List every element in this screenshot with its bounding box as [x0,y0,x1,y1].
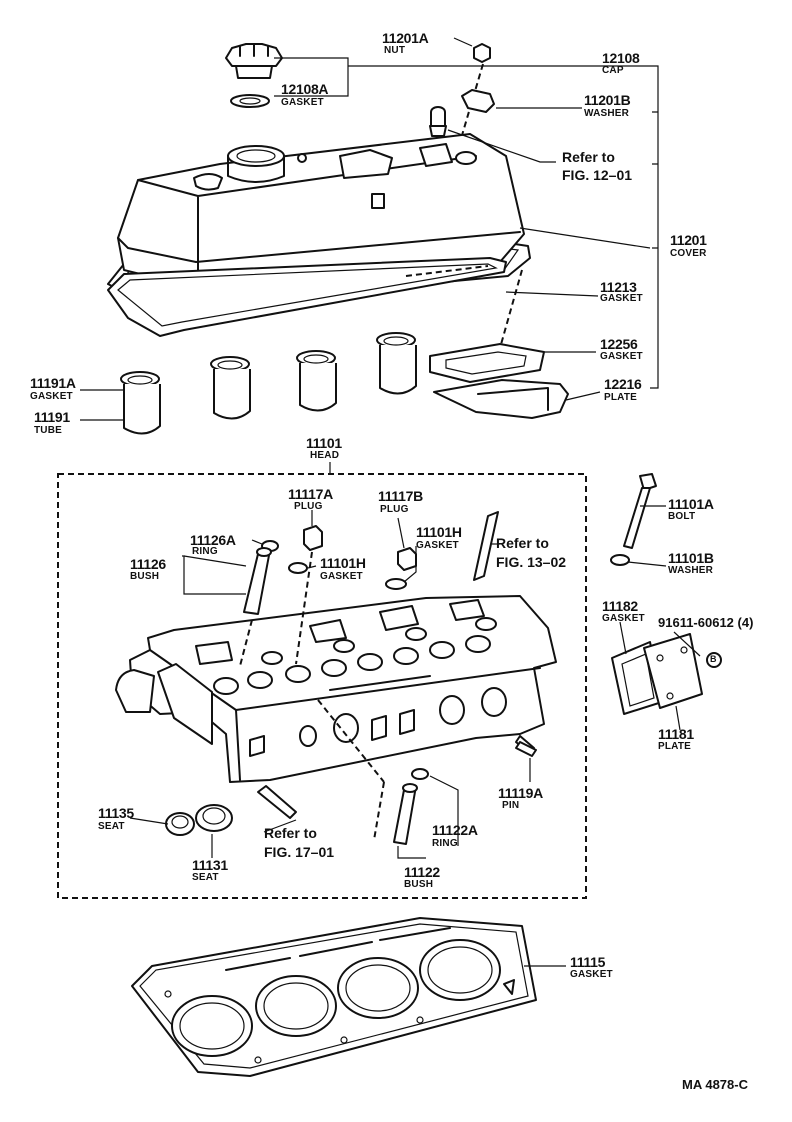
refer-fig-12-01-line2: FIG. 12–01 [562,167,633,183]
label-11101H-a-name: GASKET [320,571,363,582]
refer-fig-17-01-line1: Refer to [264,825,317,841]
bolt-b-symbol-letter: B [710,654,717,664]
bush-b [393,783,418,845]
label-11135-name: SEAT [98,821,125,832]
label-11191A-name: GASKET [30,391,73,402]
plug-b [397,547,417,571]
label-11201-num: 11201 [670,232,707,248]
label-12108A-num: 12108A [281,81,329,97]
label-11117B-name: PLUG [380,504,409,515]
pin [515,741,537,757]
nut [473,43,491,63]
tube-1 [120,371,161,435]
label-11122A-name: RING [432,838,458,849]
label-11122-name: BUSH [404,879,434,890]
label-11181-num: 11181 [658,726,694,742]
label-11182-name: GASKET [602,613,645,624]
label-11126A-num: 11126A [190,532,236,548]
label-11122-num: 11122 [404,864,440,880]
label-11191A-num: 11191A [30,375,76,391]
figure-code: MA 4878-C [682,1077,748,1092]
label-11117A-num: 11117A [288,486,333,502]
label-11126-num: 11126 [130,556,166,572]
gasket-h-b [385,578,407,590]
label-11117A-name: PLUG [294,501,323,512]
label-11213-name: GASKET [600,293,643,304]
seat-b [195,804,233,832]
label-11131-num: 11131 [192,857,228,873]
label-11119A-num: 11119A [498,785,543,801]
label-11115-name: GASKET [570,969,613,980]
grommet [429,106,447,137]
baffle-gasket [429,343,545,383]
label-11119A-name: PIN [502,800,520,811]
label-11135-num: 11135 [98,805,134,821]
cover-gasket [107,257,507,337]
bush-a [243,547,272,615]
stud [257,785,297,819]
stud-bolt [473,511,499,581]
label-11101A-num: 11101A [668,496,714,512]
label-11101-num: 11101 [306,435,342,451]
head-gasket [131,917,537,1077]
baffle-plate [433,379,569,419]
bolt-washer [610,554,630,566]
label-11122A-num: 11122A [432,822,478,838]
label-11126-name: BUSH [130,571,160,582]
seat-a [165,812,195,836]
label-11117B-num: 11117B [378,488,423,504]
label-12256-num: 12256 [600,336,638,352]
label-11201-name: COVER [670,248,707,259]
label-11181-name: PLATE [658,741,692,752]
label-11101H-b-name: GASKET [416,540,459,551]
label-11191-name: TUBE [34,425,63,436]
head-bolt [623,473,657,549]
label-11201B-name: WASHER [584,108,630,119]
refer-fig-13-02-line1: Refer to [496,535,549,551]
label-11101B-num: 11101B [668,550,714,566]
label-11201A-num: 11201A [382,30,429,46]
label-12108-name: CAP [602,65,624,76]
label-11201B-num: 11201B [584,92,631,108]
oil-filler-cap [225,43,283,79]
refer-fig-12-01-line1: Refer to [562,149,615,165]
label-11213-num: 11213 [600,279,637,295]
label-11126A-name: RING [192,546,218,557]
label-11191-num: 11191 [34,409,70,425]
label-12256-name: GASKET [600,351,643,362]
label-12216-name: PLATE [604,392,638,403]
label-11101H-b-num: 11101H [416,524,462,540]
cap-gasket [230,94,270,108]
gasket-h-a [288,562,308,574]
head-boundary [57,462,587,899]
label-11101B-name: WASHER [668,565,714,576]
label-12108-num: 12108 [602,50,640,66]
cylinder-head [115,595,557,783]
ring-b [411,768,429,780]
label-12216-num: 12216 [604,376,642,392]
label-91611-num: 91611-60612 (4) [658,615,754,630]
label-11101A-name: BOLT [668,511,696,522]
leader-lines-top [80,37,659,421]
washer [461,89,495,113]
refer-fig-13-02-line2: FIG. 13–02 [496,554,567,570]
tube-2 [210,356,251,420]
tube-4 [376,332,417,395]
label-11101H-a-num: 11101H [320,555,366,571]
label-12108A-name: GASKET [281,97,324,108]
label-11201A-name: NUT [384,45,406,56]
bolt-b-symbol [706,652,722,668]
side-plate [643,633,703,709]
leader-lines-bottom [129,505,701,967]
refer-fig-17-01-line2: FIG. 17–01 [264,844,335,860]
label-11115-num: 11115 [570,954,606,970]
plug-a [303,525,323,551]
label-11101-name: HEAD [310,450,340,461]
tube-3 [296,350,337,412]
label-11131-name: SEAT [192,872,219,883]
label-11182-num: 11182 [602,598,638,614]
